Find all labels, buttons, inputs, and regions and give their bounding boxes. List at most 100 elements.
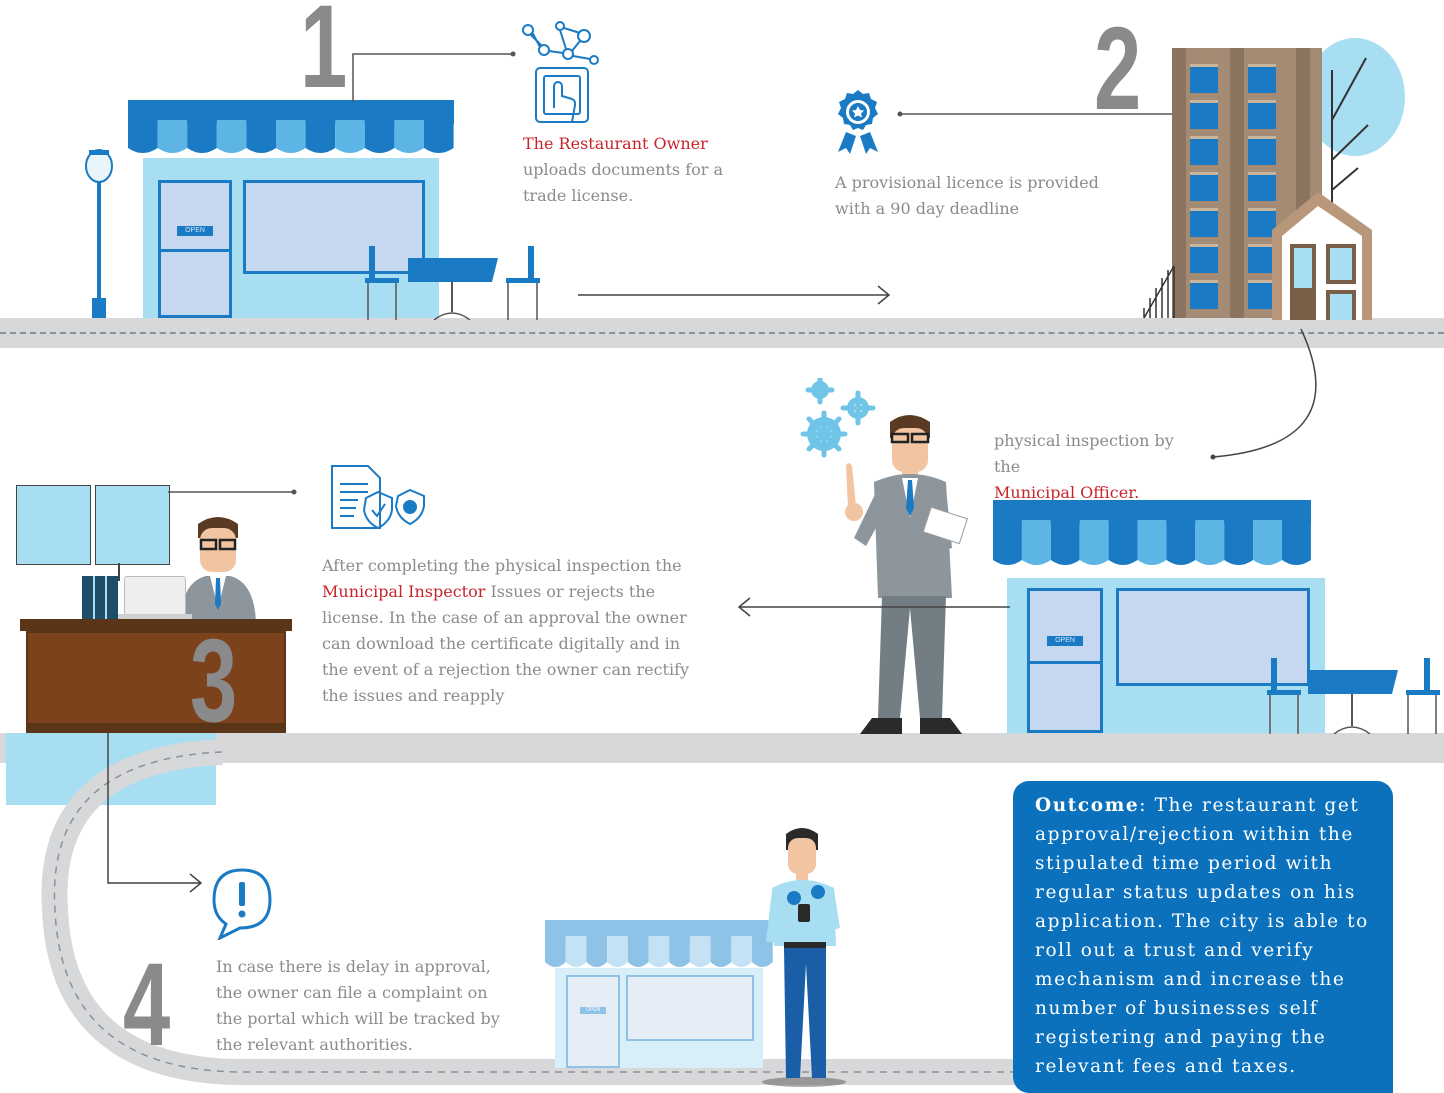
shop-3-door xyxy=(566,975,620,1068)
tower-window xyxy=(1248,208,1276,237)
awning-stripe xyxy=(731,936,752,967)
awning-stripe xyxy=(669,936,690,967)
awning-stripe xyxy=(424,120,454,153)
inspection-actor: Municipal Officer. xyxy=(994,483,1140,502)
gears-icon xyxy=(800,378,876,458)
awning-stripe xyxy=(1166,520,1196,565)
awning-3 xyxy=(545,920,773,967)
alert-bubble-icon xyxy=(212,868,272,940)
road-curve xyxy=(41,739,1020,1085)
tower-window xyxy=(1190,172,1218,201)
open-sign-2: OPEN xyxy=(1047,636,1083,646)
tower-window xyxy=(1248,280,1276,309)
tower-window xyxy=(1248,100,1276,129)
awning-2 xyxy=(993,500,1311,565)
network-touch-icon xyxy=(522,21,599,123)
cafe-furniture-1 xyxy=(365,246,540,320)
outcome-text: : The restaurant get approval/rejection … xyxy=(1035,795,1369,1077)
award-ribbon-icon xyxy=(838,90,878,154)
awning-stripe xyxy=(689,936,711,967)
awning-stripe xyxy=(993,520,1022,565)
step-1-text: The Restaurant Owner uploads documents f… xyxy=(523,131,753,209)
step-2-text: A provisional licence is provided with a… xyxy=(835,173,1099,218)
monitor-right xyxy=(95,485,170,565)
binders xyxy=(82,576,118,620)
desk-body xyxy=(26,631,286,725)
awning-stripe xyxy=(1224,520,1254,565)
road-middle xyxy=(0,733,1444,763)
laptop-base xyxy=(118,614,192,619)
awning-stripe xyxy=(648,936,670,967)
shop-3-window xyxy=(626,975,754,1041)
officer-figure xyxy=(845,415,968,734)
awning-stripe xyxy=(187,120,217,153)
step-number-2: 2 xyxy=(1094,3,1142,135)
desk-top xyxy=(20,619,292,631)
shop-2-door xyxy=(1027,588,1103,733)
step-number-1: 1 xyxy=(300,0,348,113)
connector-3 xyxy=(168,489,297,495)
step-4-text: In case there is delay in approval, the … xyxy=(216,957,500,1054)
awning-stripe xyxy=(627,936,649,967)
connector-4 xyxy=(107,733,203,893)
awning-stripe xyxy=(394,120,424,153)
monitor-left xyxy=(16,485,91,565)
awning-stripe xyxy=(607,936,628,967)
connector-2 xyxy=(897,111,1173,117)
connector-inspection xyxy=(1210,328,1317,460)
step-3-actor: Municipal Inspector xyxy=(322,582,486,601)
tree-branches xyxy=(1331,57,1369,240)
tower-window xyxy=(1248,136,1276,165)
step-1-description: uploads documents for a trade license. xyxy=(523,160,724,205)
shop-1-door xyxy=(158,180,232,318)
outcome-label: Outcome xyxy=(1035,795,1140,816)
step-3-text-before: After completing the physical inspection… xyxy=(322,556,682,575)
tower-window xyxy=(1190,136,1218,165)
tower-window xyxy=(1248,64,1276,93)
owner-figure xyxy=(762,828,846,1087)
awning-stripe xyxy=(276,120,306,153)
awning-stripe xyxy=(1195,520,1225,565)
awning-stripe xyxy=(586,936,608,967)
awning-1 xyxy=(128,100,454,153)
tower-window xyxy=(1190,280,1218,309)
tower-window xyxy=(1248,244,1276,273)
awning-stripe xyxy=(1079,520,1109,565)
awning-stripe xyxy=(305,120,336,153)
tower-window xyxy=(1190,244,1218,273)
awning-stripe xyxy=(1108,520,1138,565)
monitor-stand xyxy=(118,563,120,581)
tower-window xyxy=(1190,100,1218,129)
awning-stripe xyxy=(710,936,732,967)
inspection-description: physical inspection by the xyxy=(994,431,1174,476)
small-house xyxy=(1272,192,1372,320)
arrow-right-1 xyxy=(578,285,891,305)
awning-stripe xyxy=(1137,520,1167,565)
lamp-post xyxy=(85,149,113,318)
clerk-figure xyxy=(180,517,256,622)
cafe-furniture-2 xyxy=(1267,658,1440,734)
awning-stripe xyxy=(246,120,276,153)
inspection-text: physical inspection by the Municipal Off… xyxy=(994,428,1194,506)
step-3-text: After completing the physical inspection… xyxy=(322,553,694,709)
awning-stripe xyxy=(1050,520,1080,565)
laptop xyxy=(124,576,186,618)
tower-pillar-b xyxy=(1230,48,1244,318)
step-1-actor: The Restaurant Owner xyxy=(523,134,708,153)
step-number-3: 3 xyxy=(190,615,238,747)
awning-stripe xyxy=(364,120,395,153)
awning-stripe xyxy=(1253,520,1282,565)
open-sign-3: OPEN xyxy=(580,1007,606,1014)
awning-stripe xyxy=(335,120,365,153)
tower-pillar-a xyxy=(1172,48,1186,318)
step-3-text-after: Issues or rejects the license. In the ca… xyxy=(322,582,690,705)
awning-stripe xyxy=(752,936,773,967)
awning-stripe xyxy=(216,120,247,153)
road-top-dashes xyxy=(0,332,1444,334)
awning-stripe xyxy=(1282,520,1311,565)
tower-window xyxy=(1190,208,1218,237)
arrow-left-2 xyxy=(737,597,1010,617)
awning-stripe xyxy=(545,936,566,967)
awning-stripe xyxy=(157,120,188,153)
awning-stripe xyxy=(128,120,158,153)
